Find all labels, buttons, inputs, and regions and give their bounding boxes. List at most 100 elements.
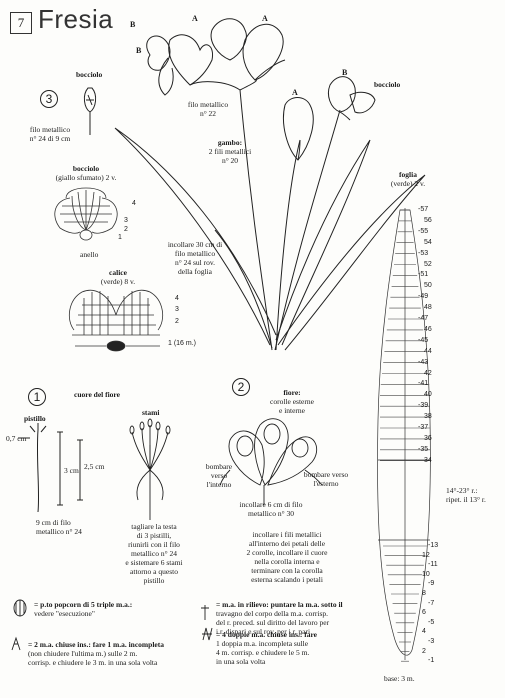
leaf-row-number: 8 <box>422 590 426 597</box>
leaf-row-number: 50 <box>424 282 432 290</box>
leaf-row-number: 42 <box>424 369 432 377</box>
petal-label-a: A <box>192 14 198 23</box>
wire-label-22-line-1: filo metallico <box>187 100 229 109</box>
section2-title: fiore: corolle esterne e interne <box>252 388 332 415</box>
legend-4ma: = 4 doppie m.a. chiuse ins.: fare 1 dopp… <box>216 630 317 666</box>
stamens-line: tagliare la testa <box>131 522 177 531</box>
section1-title: cuore del fiore <box>74 390 120 399</box>
anello-label: anello <box>80 250 99 259</box>
assembly-line: esterna scalando i petali <box>251 575 323 584</box>
legend-relief-line-3: del r. preced. sul diritto del lavoro pe… <box>216 618 330 627</box>
petal-label-b: B <box>130 20 136 29</box>
stamens-line: pistillo <box>143 576 165 585</box>
assembly-line: 2 corolle, incollare il cuore <box>246 548 328 557</box>
outward-note: bombare verso l'esterno <box>296 470 356 488</box>
leaf-row-number: 56 <box>424 216 432 224</box>
legend-relief: = m.a. in rilievo: puntare la m.a. sotto… <box>216 600 343 636</box>
leaf-row-number: 46 <box>424 325 432 333</box>
legend-relief-line-4: i r. dispari e sul rov. per i r. pari <box>216 627 311 636</box>
leaf-row-number: 2 <box>422 647 426 655</box>
glue-line-1: incollare 30 cm di <box>167 240 223 249</box>
leaf-row-number: -1 <box>428 657 435 665</box>
section3-bud2-sub: (giallo sfumato) 2 v. <box>55 173 117 182</box>
stamens-line: di 3 pistilli, <box>136 531 172 540</box>
leaf-repeat-line-1: 14°-23° r.: <box>446 486 478 495</box>
wire-label-22: filo metallico n° 22 <box>178 100 238 118</box>
leaf-row-number: -3 <box>428 638 435 645</box>
leaf-row-number: -49 <box>418 293 429 301</box>
wire-label-22-line-2: n° 22 <box>199 109 217 118</box>
legend-4ma-line-4: in una sola volta <box>216 657 266 666</box>
leaf-row-number: -35 <box>418 445 429 453</box>
petal-label-b: B <box>136 46 142 55</box>
petal-label-a: A <box>262 14 268 23</box>
bud-row-3: 3 <box>124 217 128 224</box>
section3-bud2-title: bocciolo <box>72 164 100 173</box>
pistil-title: pistillo <box>24 414 46 423</box>
petal-wire-line-1: incollare 6 cm di filo <box>239 500 303 509</box>
calyx-row-4: 4 <box>175 295 179 302</box>
bud-label-right: bocciolo <box>374 80 401 89</box>
leaf-row-number: 4 <box>422 628 426 636</box>
leaf-row-number: 38 <box>424 413 432 421</box>
outward-note-line: bombare verso <box>303 470 349 479</box>
petal-label-a: A <box>292 88 298 97</box>
assembly-text: incollare i fili metallici all'interno d… <box>232 530 342 584</box>
stamens-title: stami <box>142 408 160 417</box>
leaf-row-number: 52 <box>424 260 432 268</box>
legend-popcorn-line-1: = p.to popcorn di 5 triple m.a.: <box>34 600 133 609</box>
calyx-row-1: 1 (16 m.) <box>168 340 197 347</box>
leaf-sub: (verde) 2 v. <box>390 179 426 188</box>
calyx-sub: (verde) 8 v. <box>100 277 136 286</box>
section-2-badge: 2 <box>232 378 250 396</box>
leaf-label: foglia (verde) 2 v. <box>378 170 438 188</box>
glue-line-4: della foglia <box>178 267 212 276</box>
leaf-title: foglia <box>399 170 417 179</box>
leaf-row-number: -57 <box>418 206 429 213</box>
page-title: Fresia <box>38 4 114 34</box>
section3-wire-label: filo metallico n° 24 di 9 cm <box>20 125 80 143</box>
stem-label: gambo: 2 fili metallici n° 20 <box>200 138 260 165</box>
leaf-row-number: 6 <box>422 609 426 617</box>
pistil-wire-line-1: 9 cm di filo <box>36 518 71 527</box>
section2-sub-1: corolle esterne <box>270 397 314 406</box>
leaf-row-number: -47 <box>418 315 429 322</box>
outward-note-line: l'esterno <box>313 479 339 488</box>
legend-2ma: = 2 m.a. chiuse ins.: fare 1 m.a. incomp… <box>28 640 164 667</box>
calyx-row-2: 2 <box>175 318 179 325</box>
leaf-row-number: -53 <box>418 249 429 257</box>
leaf-row-number: -51 <box>418 271 429 279</box>
leaf-row-number: -39 <box>418 402 429 410</box>
legend-relief-line-1: = m.a. in rilievo: puntare la m.a. sotto… <box>216 600 343 609</box>
leaf-row-number: -37 <box>418 424 429 431</box>
leaf-row-number: -45 <box>418 336 429 344</box>
stamens-line: riunirli con il filo <box>128 540 180 549</box>
leaf-row-number: 48 <box>424 304 432 312</box>
pattern-number: 7 <box>10 12 32 34</box>
inward-note: bombare verso l'interno <box>194 462 244 489</box>
leaf-row-number: -41 <box>418 380 429 388</box>
assembly-line: nella corolla interna e <box>254 557 320 566</box>
inward-note-line: bombare <box>205 462 233 471</box>
leaf-base: base: 3 m. <box>384 674 415 683</box>
legend-4ma-line-2: 1 doppia m.a. incompleta sulle <box>216 639 309 648</box>
glue-line-3: n° 24 sul rov. <box>174 258 215 267</box>
section2-sub-2: e interne <box>278 406 306 415</box>
legend-popcorn-line-2: vedere "esecuzione" <box>34 609 95 618</box>
len-3cm: 3 cm <box>64 466 79 475</box>
leaf-repeat-line-2: ripet. il 13° r. <box>446 495 486 504</box>
calyx-label: calice (verde) 8 v. <box>88 268 148 286</box>
section3-bud2-label: bocciolo (giallo sfumato) 2 v. <box>46 164 126 182</box>
legend-relief-line-2: travagno del corpo della m.a. corrisp. <box>216 609 329 618</box>
legend-2ma-line-2: (non chiudere l'ultima m.) sulle 2 m. <box>28 649 138 658</box>
assembly-line: all'interno dei petali delle <box>248 539 326 548</box>
leaf-row-number: 44 <box>424 347 432 355</box>
leaf-row-number: 54 <box>424 238 432 246</box>
petal-wire-line-2: metallico n° 30 <box>248 509 294 518</box>
leaf-row-number: -5 <box>428 618 435 626</box>
stem-title: gambo: <box>217 138 243 147</box>
leaf-row-number: -55 <box>418 227 429 235</box>
bud-row-1: 1 <box>118 234 122 241</box>
leaf-row-number: 40 <box>424 391 432 399</box>
